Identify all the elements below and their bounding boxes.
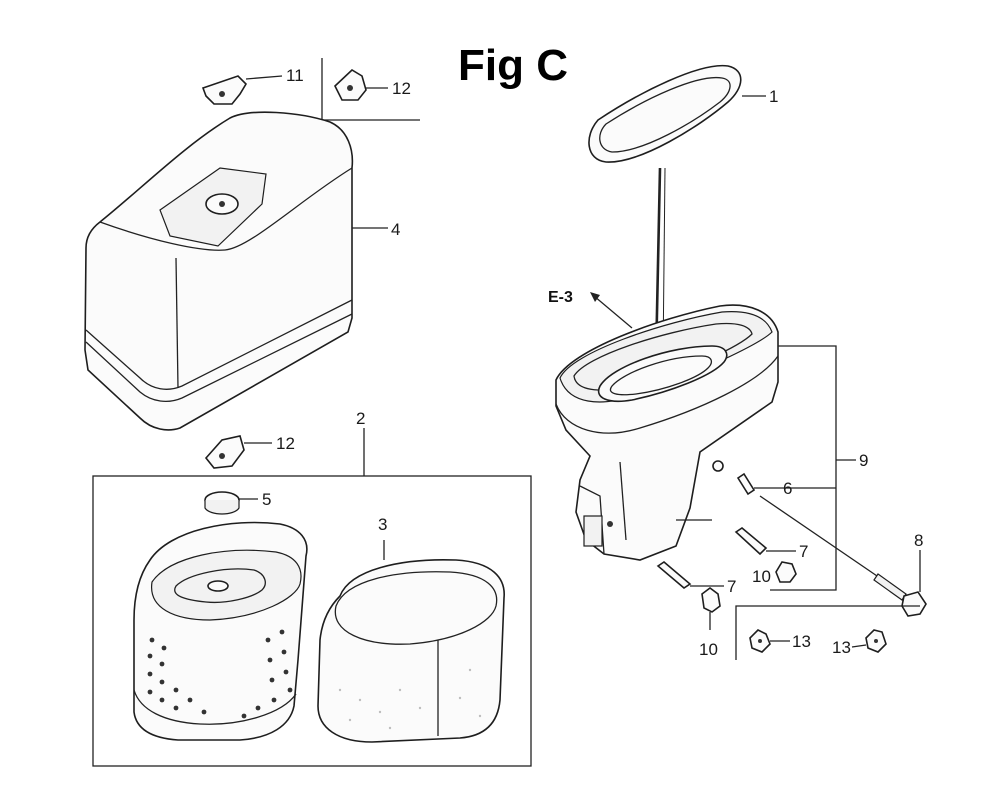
nuts-part-13-box xyxy=(735,605,920,660)
callout-13-right: 13 xyxy=(832,638,851,657)
gasket-part-1 xyxy=(588,64,766,163)
collar-part-7-lower xyxy=(656,561,724,589)
callout-8: 9 xyxy=(859,451,868,470)
callout-12-bottom: 12 xyxy=(276,434,295,453)
wing-nut-part-11 xyxy=(201,75,283,105)
reference-e3: E-3 xyxy=(548,289,573,306)
reference-arrow xyxy=(590,292,633,329)
nut-part-10-upper xyxy=(775,561,797,583)
air-cleaner-cover-part-4 xyxy=(84,111,388,431)
callout-4: 4 xyxy=(391,220,400,239)
callout-10-lower: 10 xyxy=(699,640,718,659)
callout-1: 1 xyxy=(769,87,778,106)
callout-6: 6 xyxy=(783,479,792,498)
callout-11: 11 xyxy=(286,66,304,85)
nut-part-10-lower xyxy=(701,587,721,630)
callout-13-left: 13 xyxy=(792,632,811,651)
callout-12-top: 12 xyxy=(392,79,411,98)
bolt-part-9 xyxy=(759,495,927,617)
callout-3: 3 xyxy=(378,515,387,534)
foam-texture xyxy=(338,668,482,730)
pin-part-6 xyxy=(736,472,836,496)
callout-9: 8 xyxy=(914,531,923,550)
callout-10-upper: 10 xyxy=(752,567,771,586)
grommet-part-5 xyxy=(204,491,258,515)
collar-part-7-upper xyxy=(676,519,796,556)
callout-7-upper: 7 xyxy=(799,542,808,561)
foam-prefilter-part-3 xyxy=(317,540,505,743)
paper-filter-element xyxy=(133,521,308,741)
callout-2: 2 xyxy=(356,409,365,428)
wing-nut-part-12 xyxy=(204,435,272,469)
filter-perforations xyxy=(147,629,293,719)
callout-7-lower: 7 xyxy=(727,577,736,596)
figure-title: Fig C xyxy=(458,41,568,90)
air-cleaner-case-part-8 xyxy=(555,167,856,591)
element-kit-box-part-2 xyxy=(92,428,532,767)
callout-5: 5 xyxy=(262,490,271,509)
